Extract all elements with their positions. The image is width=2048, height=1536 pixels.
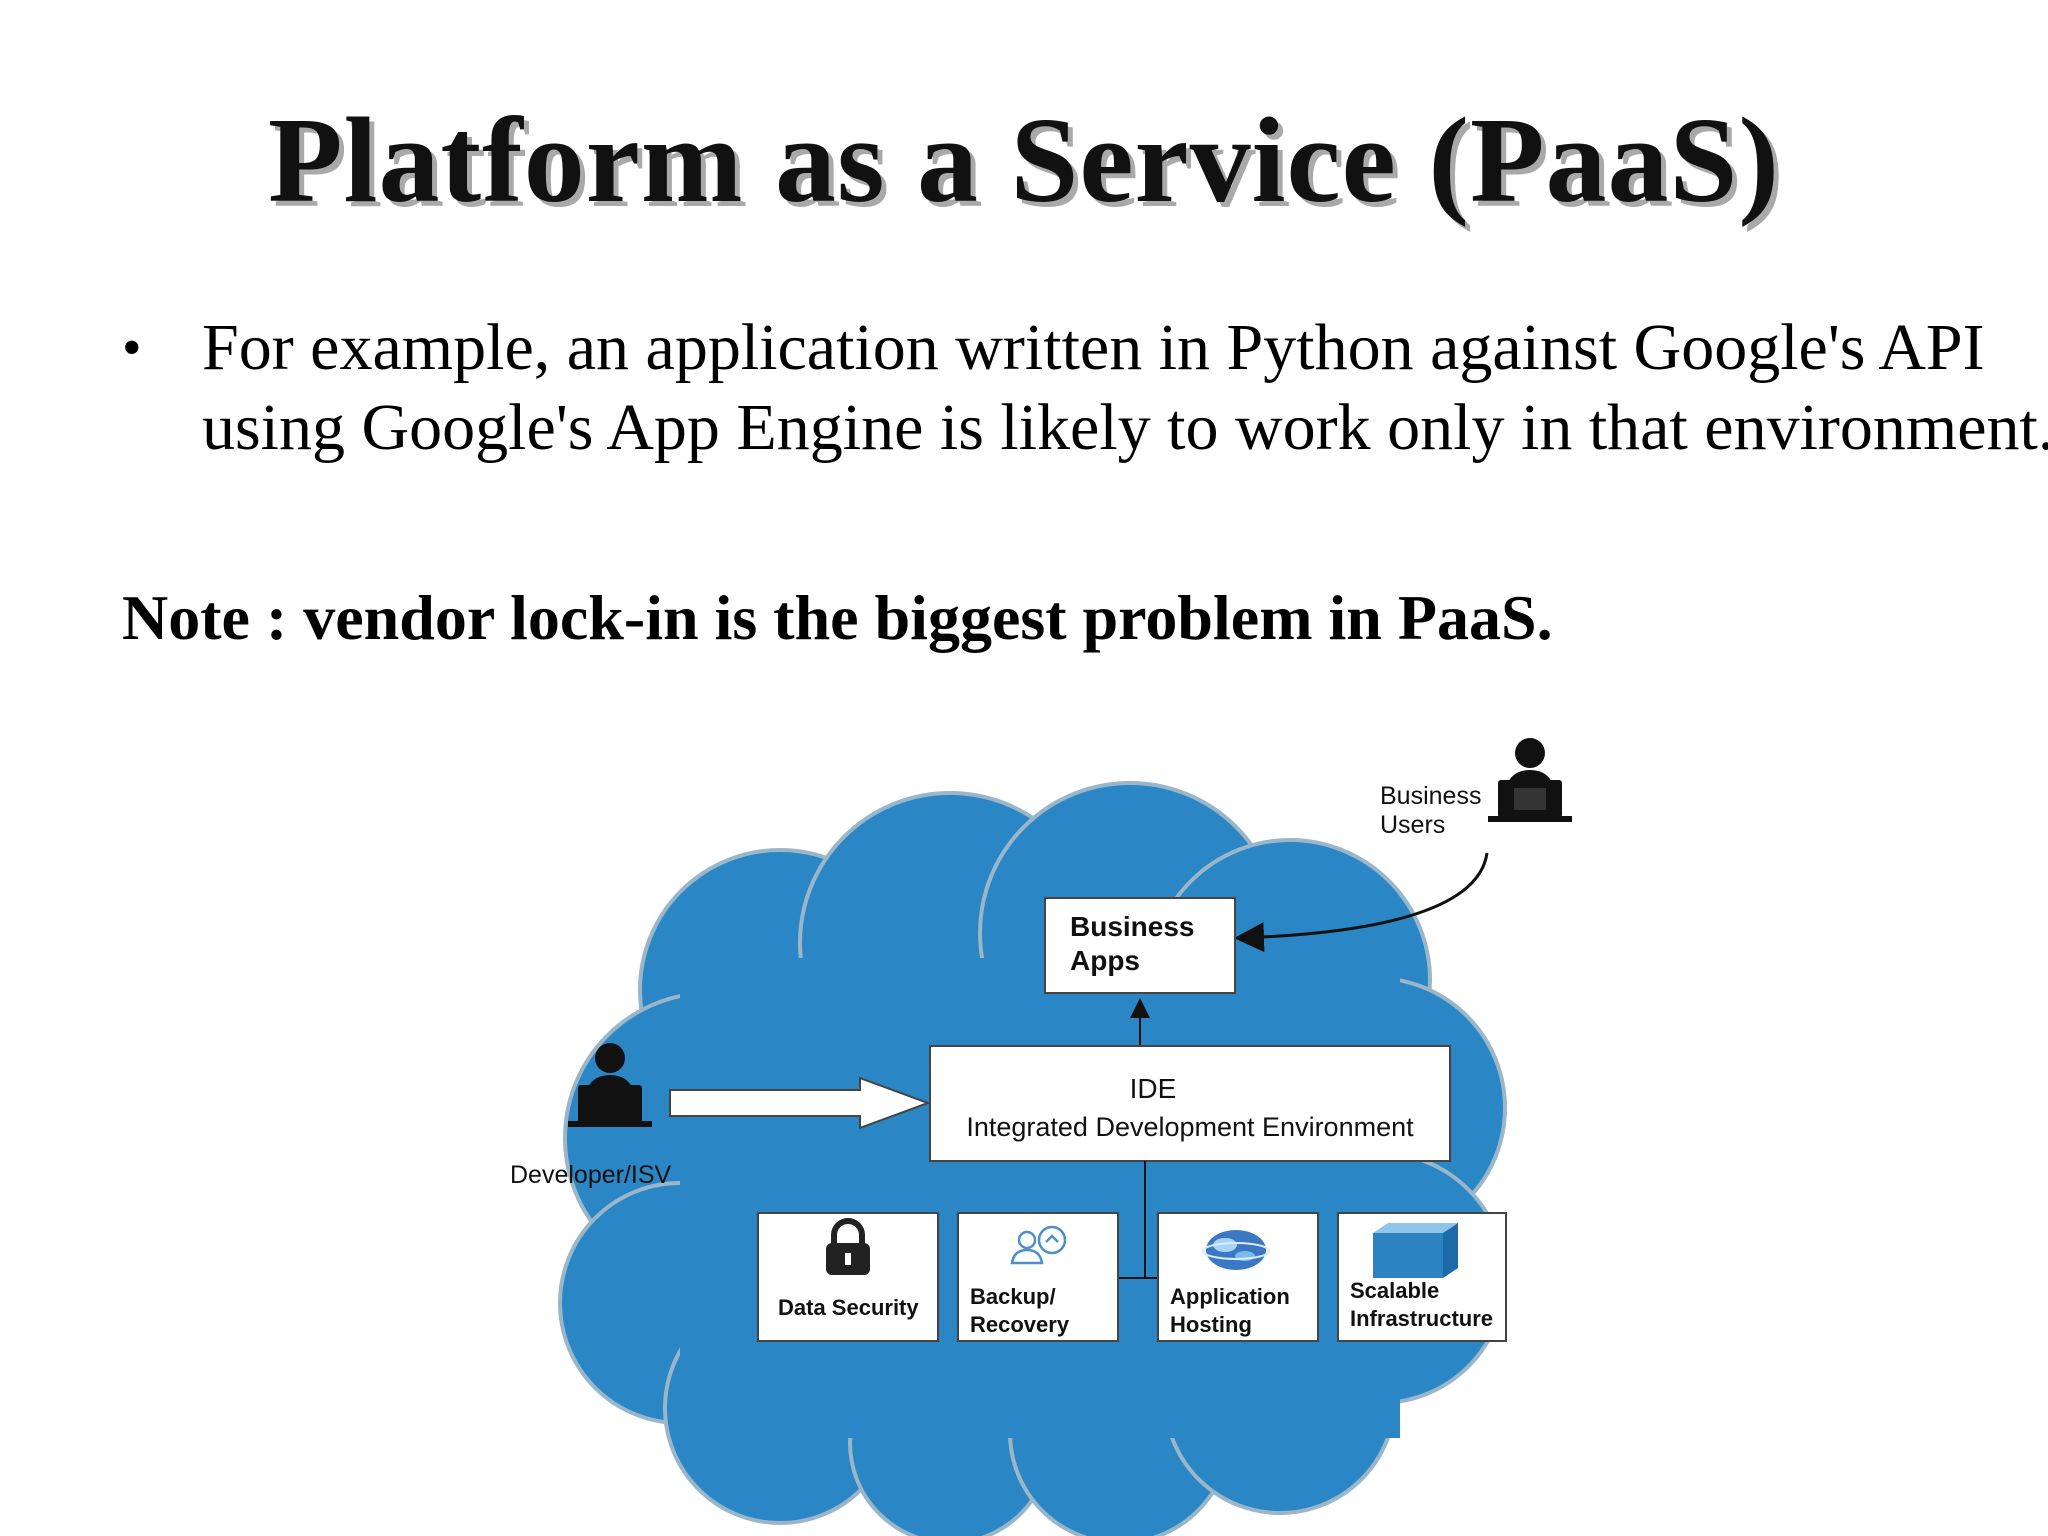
business-apps-label-2: Apps bbox=[1070, 945, 1140, 976]
bullet-icon: • bbox=[122, 317, 142, 379]
business-apps-box bbox=[1044, 897, 1236, 994]
people-icon bbox=[1010, 1225, 1067, 1265]
note-text: Note : vendor lock-in is the biggest pro… bbox=[122, 582, 1553, 653]
developer-label: Developer/ISV bbox=[510, 1161, 672, 1189]
service-label-data-security: Data Security bbox=[778, 1295, 919, 1320]
lock-icon bbox=[826, 1218, 870, 1275]
service-label-backup: Backup/ bbox=[970, 1284, 1056, 1309]
service-box-data-security bbox=[757, 1212, 939, 1342]
developer-arrow bbox=[669, 1076, 931, 1130]
ide-title: IDE bbox=[1130, 1073, 1177, 1104]
service-label-hosting: Application bbox=[1170, 1284, 1290, 1309]
service-label-infrastructure-2: Infrastructure bbox=[1350, 1306, 1493, 1331]
paas-diagram: Business Users Business Apps IDE Integra… bbox=[510, 738, 1572, 1536]
business-apps-label: Business bbox=[1070, 911, 1195, 942]
business-users-label: Business bbox=[1380, 782, 1481, 810]
business-user-icon bbox=[1488, 738, 1572, 822]
bullet-text: For example, an application written in P… bbox=[202, 311, 2048, 464]
service-box-backup bbox=[957, 1212, 1119, 1342]
ide-box bbox=[929, 1045, 1451, 1162]
cube-icon bbox=[1373, 1223, 1458, 1278]
service-label-hosting-2: Hosting bbox=[1170, 1312, 1252, 1337]
ide-subtitle: Integrated Development Environment bbox=[966, 1112, 1414, 1142]
service-label-backup-2: Recovery bbox=[970, 1312, 1070, 1337]
service-label-infrastructure: Scalable bbox=[1350, 1278, 1439, 1303]
globe-icon bbox=[1202, 1230, 1270, 1270]
developer-icon bbox=[568, 1043, 652, 1127]
business-users-arrow bbox=[1234, 852, 1489, 953]
business-users-label-2: Users bbox=[1380, 811, 1445, 839]
slide-title: Platform as a Service (PaaS) bbox=[268, 93, 1780, 228]
